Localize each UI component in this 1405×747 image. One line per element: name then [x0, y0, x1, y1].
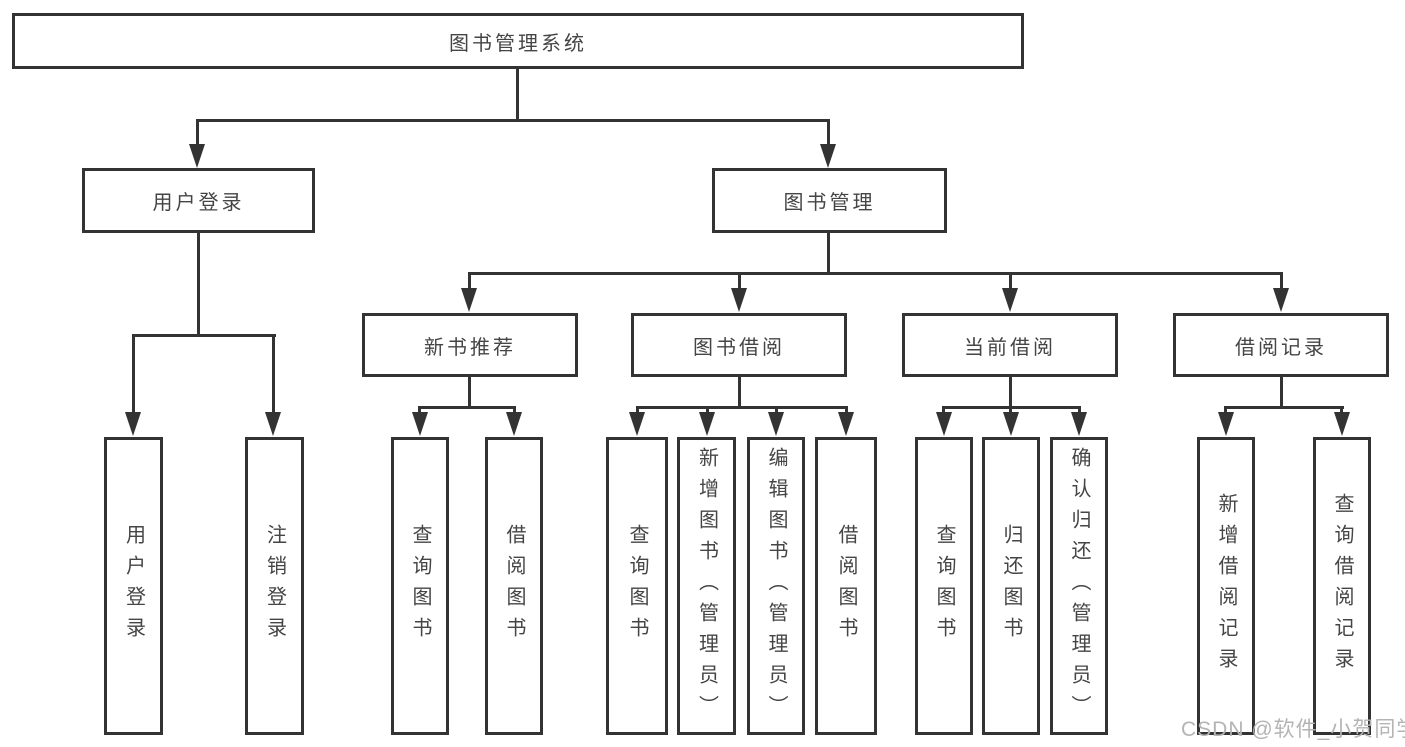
connector-line [132, 334, 135, 416]
arrowhead-down-icon [1003, 412, 1019, 436]
connector-line [738, 377, 741, 408]
arrowhead-down-icon [125, 412, 141, 436]
leaf-logout: 注销登录 [245, 437, 304, 735]
connector-line [827, 119, 830, 149]
arrowhead-down-icon [731, 288, 747, 312]
connector-line [196, 119, 830, 122]
connector-line [738, 272, 741, 290]
arrowhead-down-icon [189, 144, 205, 168]
arrowhead-down-icon [412, 412, 428, 436]
leaf-return-books: 归还图书 [982, 437, 1040, 735]
connector-line [827, 233, 830, 274]
arrowhead-down-icon [1218, 412, 1234, 436]
connector-line [132, 334, 276, 337]
connector-line [468, 272, 1282, 275]
connector-line [1009, 377, 1012, 408]
connector-line [1224, 406, 1344, 409]
arrowhead-down-icon [1334, 412, 1350, 436]
connector-line [418, 406, 516, 409]
connector-line [636, 406, 848, 409]
connector-line [1280, 377, 1283, 408]
connector-line [845, 406, 848, 415]
arrowhead-down-icon [1273, 288, 1289, 312]
leaf-borrow-books: 借阅图书 [815, 437, 877, 735]
leaf-user-login: 用户登录 [104, 437, 163, 735]
connector-line [1009, 272, 1012, 290]
connector-line [513, 406, 516, 415]
leaf-borrow-query-books: 查询图书 [606, 437, 668, 735]
arrowhead-down-icon [820, 144, 836, 168]
leaf-recommend-borrow-books: 借阅图书 [485, 437, 543, 735]
arrowhead-down-icon [265, 412, 281, 436]
connector-line [1280, 272, 1283, 290]
leaf-recommend-query-books: 查询图书 [391, 437, 449, 735]
connector-line [468, 272, 471, 290]
node-user-login-branch: 用户登录 [82, 168, 315, 233]
leaf-add-borrow-record: 新增借阅记录 [1197, 437, 1255, 735]
connector-line [197, 233, 200, 336]
connector-line [468, 377, 471, 408]
arrowhead-down-icon [629, 412, 645, 436]
arrowhead-down-icon [1071, 412, 1087, 436]
connector-line [272, 334, 275, 416]
arrowhead-down-icon [936, 412, 952, 436]
leaf-current-query-books: 查询图书 [915, 437, 973, 735]
connector-line [196, 119, 199, 149]
node-book-management-branch: 图书管理 [712, 168, 947, 233]
connector-line [1078, 406, 1081, 415]
arrowhead-down-icon [506, 412, 522, 436]
leaf-add-books-admin: 新增图书（管理员） [677, 437, 736, 735]
node-new-book-recommend: 新书推荐 [362, 313, 578, 377]
node-root-system: 图书管理系统 [12, 13, 1024, 69]
connector-line [775, 406, 778, 415]
connector-line [1009, 406, 1012, 415]
connector-line [418, 406, 421, 415]
arrowhead-down-icon [838, 412, 854, 436]
node-current-borrow: 当前借阅 [902, 313, 1118, 377]
connector-line [636, 406, 639, 415]
node-book-borrow: 图书借阅 [631, 313, 847, 377]
connector-line [1340, 406, 1343, 415]
connector-line [1224, 406, 1227, 415]
node-borrow-records: 借阅记录 [1173, 313, 1389, 377]
leaf-confirm-return-admin: 确认归还（管理员） [1050, 437, 1108, 735]
leaf-edit-books-admin: 编辑图书（管理员） [747, 437, 805, 735]
csdn-watermark: CSDN @软件_小贺同学 [1181, 718, 1405, 741]
connector-line [706, 406, 709, 415]
arrowhead-down-icon [699, 412, 715, 436]
connector-line [516, 67, 519, 121]
arrowhead-down-icon [768, 412, 784, 436]
arrowhead-down-icon [1002, 288, 1018, 312]
connector-line [942, 406, 945, 415]
leaf-query-borrow-record: 查询借阅记录 [1313, 437, 1371, 735]
arrowhead-down-icon [461, 288, 477, 312]
